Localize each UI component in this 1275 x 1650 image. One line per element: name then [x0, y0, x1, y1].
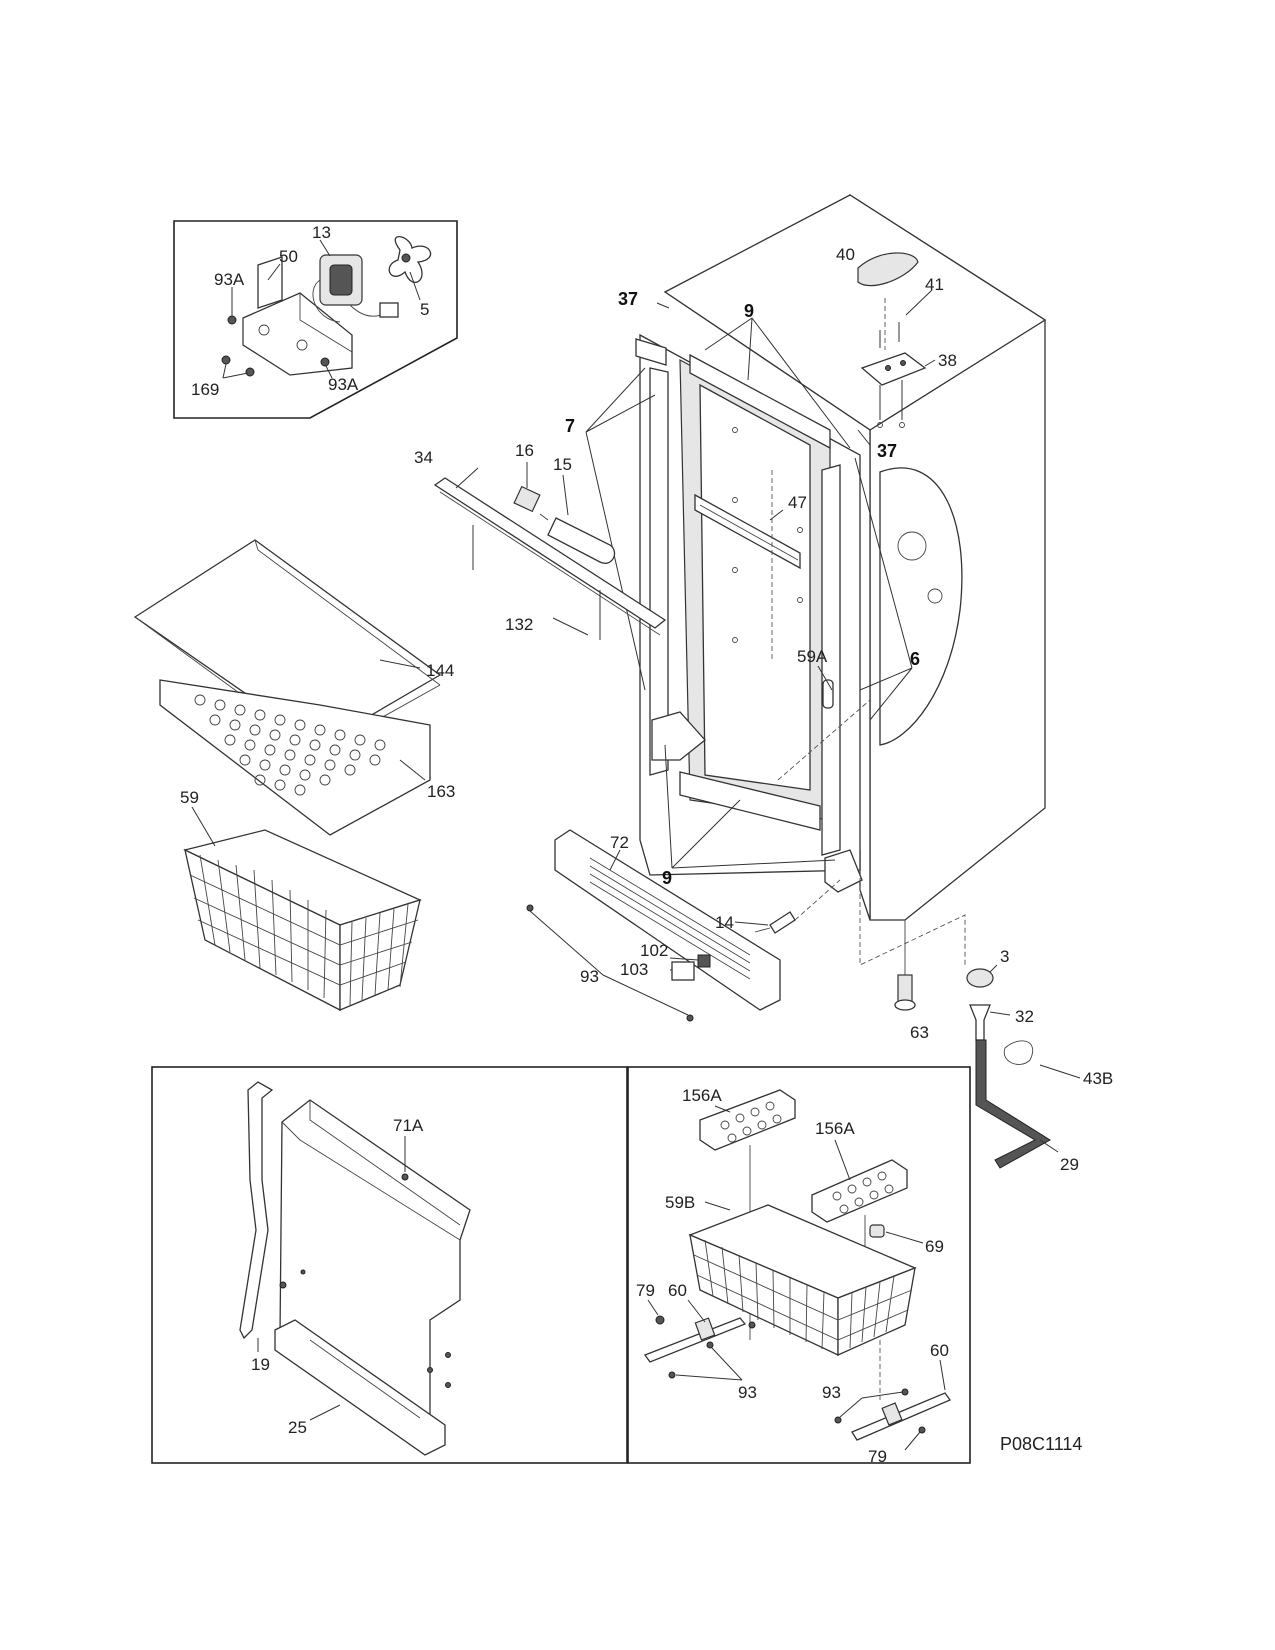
label-34: 34	[414, 448, 433, 467]
toe-grille: 72 93 102 103	[526, 829, 781, 1022]
label-14: 14	[715, 913, 734, 932]
label-37-top: 37	[618, 289, 638, 309]
label-93a: 93A	[214, 270, 245, 289]
thermostat-assembly: 16 15 34 132	[414, 441, 667, 640]
label-40: 40	[836, 245, 855, 264]
basket-59: 59	[180, 788, 422, 1012]
label-5: 5	[420, 300, 429, 319]
leveling-parts: 14 63 3 32 43B 29	[715, 879, 1113, 1174]
label-47: 47	[788, 493, 807, 512]
label-59a: 59A	[797, 647, 828, 666]
label-79: 79	[636, 1281, 655, 1300]
label-13: 13	[312, 223, 331, 242]
label-156a: 156A	[682, 1086, 722, 1105]
label-50: 50	[279, 247, 298, 266]
label-60: 60	[668, 1281, 687, 1300]
label-29: 29	[1060, 1155, 1079, 1174]
label-7: 7	[565, 416, 575, 436]
bottom-right-inset: 156A 156A 59B 69	[627, 1066, 971, 1466]
label-38: 38	[938, 351, 957, 370]
label-93a-lower: 93A	[328, 375, 359, 394]
label-9-top: 9	[744, 301, 754, 321]
label-60-right: 60	[930, 1341, 949, 1360]
label-72: 72	[610, 833, 629, 852]
label-132: 132	[505, 615, 533, 634]
label-79-right: 79	[868, 1447, 887, 1466]
label-25: 25	[288, 1418, 307, 1437]
label-32: 32	[1015, 1007, 1034, 1026]
label-156a-right: 156A	[815, 1119, 855, 1138]
label-93: 93	[580, 967, 599, 986]
cabinet-labels: 37 37 9 7 47 59A 6 9	[565, 289, 920, 888]
shelf-assembly: 144 163	[133, 539, 455, 836]
label-37-right: 37	[877, 441, 897, 461]
bottom-left-inset: 71A 19 25	[151, 1066, 628, 1464]
label-9-bottom: 9	[662, 868, 672, 888]
drawing-code: P08C1114	[1000, 1434, 1082, 1454]
label-69: 69	[925, 1237, 944, 1256]
label-6: 6	[910, 649, 920, 669]
cabinet-assembly	[635, 193, 1047, 966]
label-163: 163	[427, 782, 455, 801]
hinge-assembly: 40 41 38	[836, 245, 957, 428]
label-16: 16	[515, 441, 534, 460]
label-41: 41	[925, 275, 944, 294]
label-144: 144	[426, 661, 454, 680]
label-43b: 43B	[1083, 1069, 1113, 1088]
label-169: 169	[191, 380, 219, 399]
label-59b: 59B	[665, 1193, 695, 1212]
fan-motor-inset: 13 50 93A 5 169 93A	[173, 220, 458, 419]
label-103: 103	[620, 960, 648, 979]
label-93-right: 93	[822, 1383, 841, 1402]
label-15: 15	[553, 455, 572, 474]
label-93-left: 93	[738, 1383, 757, 1402]
label-102: 102	[640, 941, 668, 960]
label-63: 63	[910, 1023, 929, 1042]
label-59: 59	[180, 788, 199, 807]
label-19: 19	[251, 1355, 270, 1374]
label-71a: 71A	[393, 1116, 424, 1135]
label-3: 3	[1000, 947, 1009, 966]
